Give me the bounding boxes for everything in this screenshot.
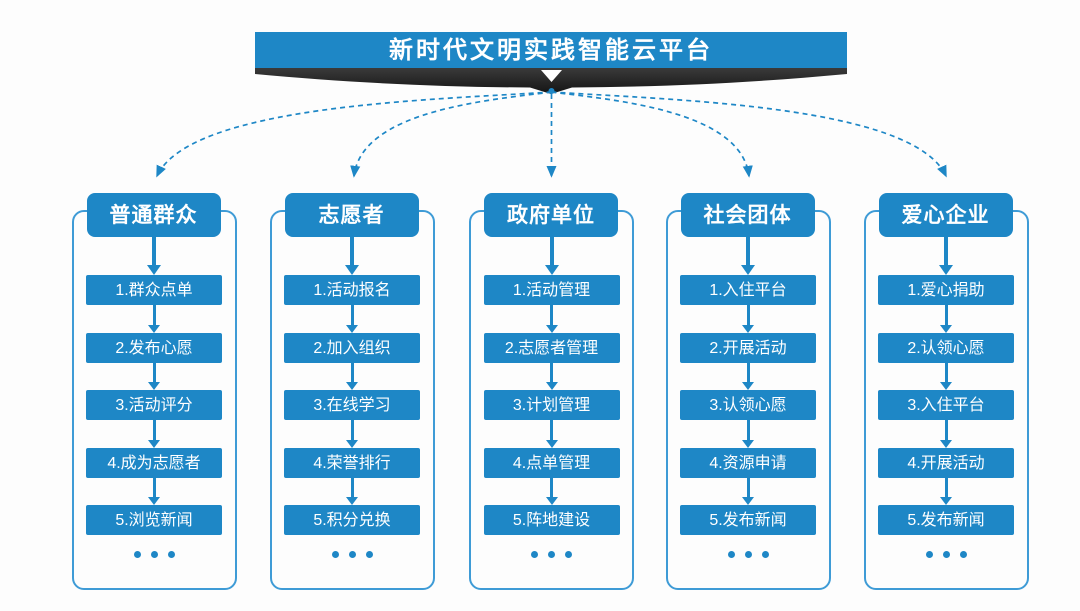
down-arrow-icon: [545, 420, 558, 448]
platform-title: 新时代文明实践智能云平台: [255, 32, 847, 68]
down-arrow-icon: [940, 305, 952, 333]
step-box: 5.阵地建设: [483, 505, 620, 535]
down-arrow-icon: [148, 477, 160, 505]
down-arrow-icon: [147, 237, 161, 275]
step-box: 1.活动管理: [483, 275, 620, 305]
group-column: 普通群众 1.群众点单 2.发布心愿 3.活动评分 4.成为志愿者 5.浏览新闻: [71, 193, 237, 590]
down-arrow-icon: [742, 305, 754, 333]
down-arrow-icon: [346, 477, 358, 505]
down-arrow-icon: [940, 477, 952, 505]
step-box: 3.活动评分: [86, 390, 222, 420]
step-box: 2.加入组织: [284, 332, 420, 363]
connector-to-group-5: [551, 91, 947, 178]
connector-to-group-1: [156, 91, 552, 178]
group-column: 政府单位 1.活动管理 2.志愿者管理 3.计划管理 4.点单管理 5.阵地建设: [469, 193, 634, 590]
down-arrow-icon: [545, 362, 558, 390]
step-box: 2.发布心愿: [86, 332, 222, 363]
step-box: 5.浏览新闻: [86, 505, 222, 535]
ellipsis-dots-icon: [531, 551, 572, 558]
step-box: 1.群众点单: [86, 275, 222, 305]
step-box: 5.积分兑换: [284, 505, 420, 535]
group-header: 社会团体: [680, 193, 815, 237]
group-flow: 1.活动报名 2.加入组织 3.在线学习 4.荣誉排行 5.积分兑换: [270, 237, 435, 558]
ellipsis-dots-icon: [925, 551, 967, 558]
group-header: 爱心企业: [878, 193, 1013, 237]
step-box: 4.资源申请: [680, 447, 816, 478]
group-column: 志愿者 1.活动报名 2.加入组织 3.在线学习 4.荣誉排行 5.积分兑换: [269, 193, 435, 590]
step-box: 1.活动报名: [284, 275, 420, 305]
connector-to-group-4: [551, 91, 753, 178]
down-arrow-icon: [345, 237, 359, 275]
ellipsis-dots-icon: [331, 551, 373, 558]
down-arrow-icon: [346, 305, 358, 333]
group-column: 社会团体 1.入住平台 2.开展活动 3.认领心愿 4.资源申请 5.发布新闻: [665, 193, 831, 590]
step-box: 1.入住平台: [680, 275, 816, 305]
down-arrow-icon: [742, 477, 754, 505]
group-column: 爱心企业 1.爱心捐助 2.认领心愿 3.入住平台 4.开展活动 5.发布新闻: [863, 193, 1029, 590]
ellipsis-dots-icon: [133, 551, 175, 558]
step-box: 4.荣誉排行: [284, 447, 420, 478]
step-box: 3.在线学习: [284, 390, 420, 420]
down-arrow-icon: [346, 420, 358, 448]
step-box: 2.开展活动: [680, 332, 816, 363]
down-arrow-icon: [148, 362, 160, 390]
group-header: 普通群众: [86, 193, 221, 237]
down-arrow-icon: [939, 237, 953, 275]
group-header: 志愿者: [284, 193, 419, 237]
step-box: 5.发布新闻: [680, 505, 816, 535]
step-box: 1.爱心捐助: [878, 275, 1014, 305]
step-box: 4.开展活动: [878, 447, 1014, 478]
down-arrow-icon: [346, 362, 358, 390]
down-arrow-icon: [545, 477, 558, 505]
down-arrow-icon: [940, 362, 952, 390]
step-box: 5.发布新闻: [878, 505, 1014, 535]
step-box: 4.点单管理: [483, 447, 620, 478]
down-arrow-icon: [940, 420, 952, 448]
down-arrow-icon: [148, 420, 160, 448]
connector-to-group-2: [350, 91, 552, 178]
group-flow: 1.群众点单 2.发布心愿 3.活动评分 4.成为志愿者 5.浏览新闻: [72, 237, 237, 558]
group-flow: 1.活动管理 2.志愿者管理 3.计划管理 4.点单管理 5.阵地建设: [469, 237, 634, 558]
step-box: 3.入住平台: [878, 390, 1014, 420]
down-arrow-icon: [742, 420, 754, 448]
group-flow: 1.爱心捐助 2.认领心愿 3.入住平台 4.开展活动 5.发布新闻: [864, 237, 1029, 558]
down-arrow-icon: [741, 237, 755, 275]
group-header: 政府单位: [484, 193, 618, 237]
ellipsis-dots-icon: [727, 551, 769, 558]
step-box: 3.计划管理: [483, 390, 620, 420]
step-box: 3.认领心愿: [680, 390, 816, 420]
down-arrow-icon: [742, 362, 754, 390]
down-arrow-icon: [545, 305, 558, 333]
step-box: 2.志愿者管理: [483, 332, 620, 363]
step-box: 2.认领心愿: [878, 332, 1014, 363]
group-flow: 1.入住平台 2.开展活动 3.认领心愿 4.资源申请 5.发布新闻: [666, 237, 831, 558]
down-arrow-icon: [544, 237, 559, 275]
step-box: 4.成为志愿者: [86, 447, 222, 478]
title-banner-ribbon: [255, 68, 847, 94]
down-arrow-icon: [148, 305, 160, 333]
title-pointer-icon: [541, 70, 562, 82]
